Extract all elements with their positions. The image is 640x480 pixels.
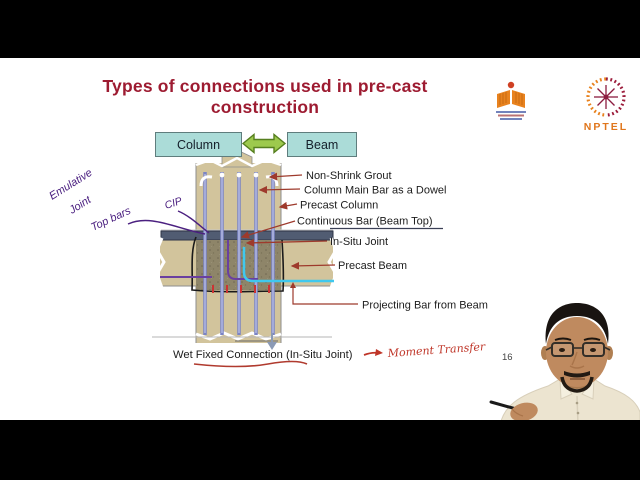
label-continuous-bar: Continuous Bar (Beam Top) (297, 216, 433, 228)
slide-title-line2: construction (210, 97, 320, 117)
page-number: 16 (502, 352, 513, 363)
presenter-video (489, 303, 640, 425)
label-non-shrink-grout: Non-Shrink Grout (306, 170, 392, 182)
hw-cip-connector (177, 210, 210, 234)
leader-lines (240, 172, 358, 305)
label-in-situ-joint: In-Situ Joint (330, 236, 388, 248)
nptel-logo-text: NPTEL (584, 121, 628, 133)
label-column-main-bar: Column Main Bar as a Dowel (304, 185, 446, 197)
grout-hook-left (199, 175, 213, 187)
projecting-bar-shape (242, 247, 334, 283)
nptel-logo: NPTEL (576, 70, 636, 141)
slide-title-line1: Types of connections used in pre-cast (102, 76, 428, 96)
letterbox-bottom (0, 420, 640, 480)
institute-logo (492, 79, 530, 128)
label-precast-column: Precast Column (300, 200, 378, 212)
label-projecting-bar: Projecting Bar from Beam (362, 300, 488, 312)
purple-loop-bar (227, 240, 258, 280)
presenter-hand (510, 402, 538, 422)
presenter-hair (545, 303, 609, 344)
logo-flame-icon (507, 81, 515, 89)
presenter-figure (489, 303, 640, 425)
nptel-emblem-icon (586, 77, 626, 117)
joint-red-ticks (212, 285, 270, 293)
caption-underline-ink (193, 360, 308, 368)
diagram-caption: Wet Fixed Connection (In-Situ Joint) (173, 349, 353, 361)
slide-title: Types of connections used in pre-cast co… (40, 76, 490, 118)
column-label: Column (176, 137, 221, 152)
hw-cip: CIP (163, 195, 183, 212)
hw-top-bars-connector (127, 219, 206, 235)
label-precast-beam: Precast Beam (338, 260, 407, 272)
double-arrow-icon (241, 131, 287, 161)
hw-moment-transfer: Moment Transfer (386, 340, 486, 360)
letterbox-top (0, 0, 640, 58)
hw-top-bars: Top bars (89, 205, 133, 234)
hw-moment-transfer-group: Moment Transfer (363, 340, 486, 360)
column-label-box: Column (155, 132, 242, 157)
column-rebars (199, 172, 279, 335)
down-arrow-icon (267, 333, 277, 350)
beam-label: Beam (305, 137, 339, 152)
hw-emulative-line2: Joint (66, 194, 94, 218)
beam-label-box: Beam (287, 132, 357, 157)
